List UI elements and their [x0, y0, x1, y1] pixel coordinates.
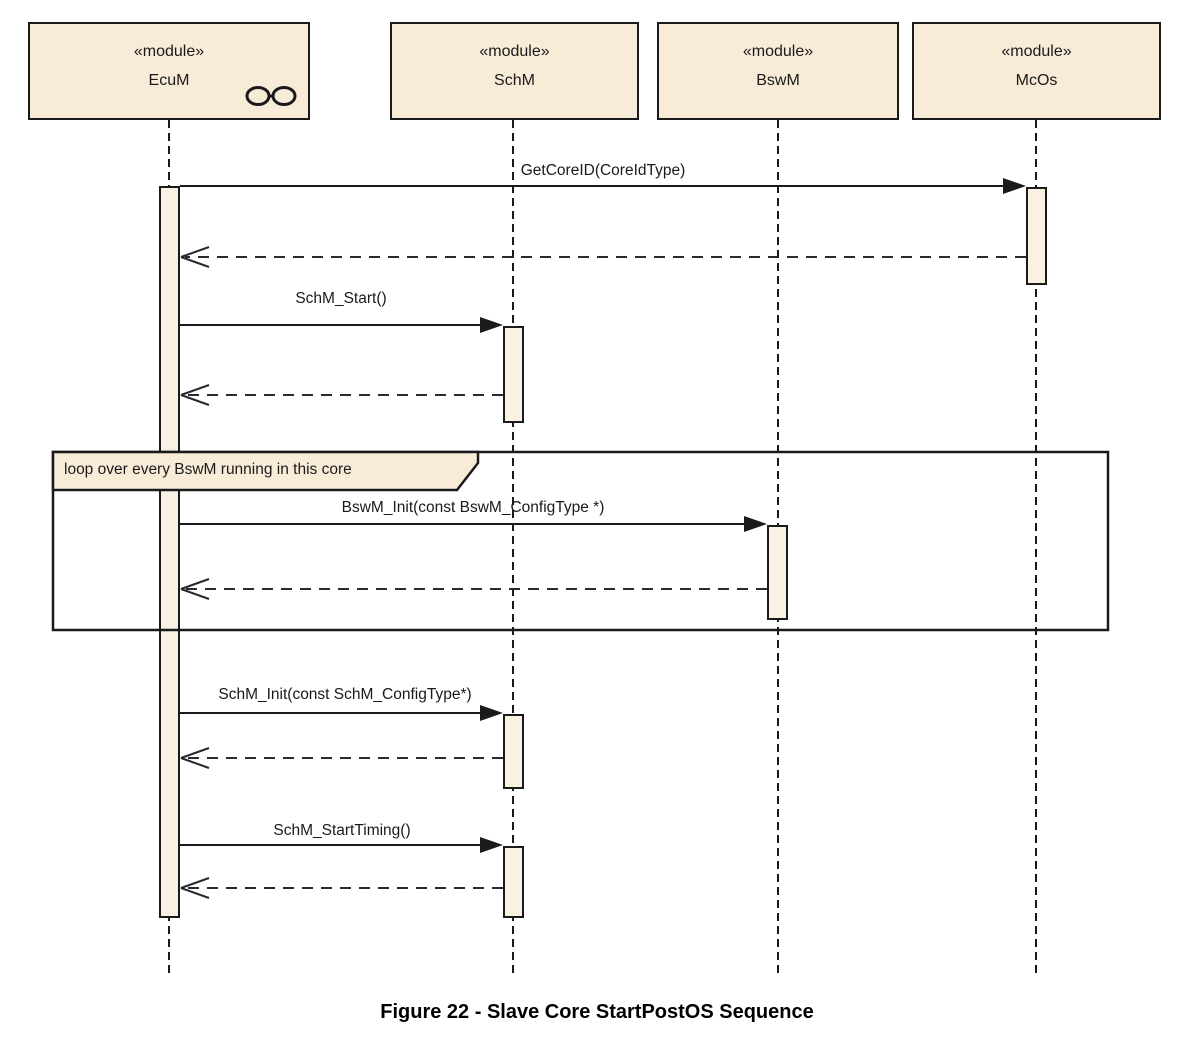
message-arrow-getcoreid [180, 178, 1026, 194]
return-arrow-bswm-init [180, 578, 767, 600]
message-label-bswm-init: BswM_Init(const BswM_ConfigType *) [341, 499, 605, 516]
participant-box-mcos: «module» McOs [912, 22, 1161, 120]
return-arrow-getcoreid [180, 246, 1026, 268]
activation-bar-bswm [767, 525, 788, 620]
return-arrow-schm-starttiming [180, 877, 503, 899]
figure-caption: Figure 22 - Slave Core StartPostOS Seque… [380, 1001, 814, 1023]
participant-name: SchM [494, 72, 535, 89]
activation-bar-schm-starttiming [503, 846, 524, 918]
participant-box-schm: «module» SchM [390, 22, 639, 120]
message-arrow-schm-start [180, 317, 503, 333]
participant-box-ecum: «module» EcuM [28, 22, 310, 120]
loop-label: loop over every BswM running in this cor… [64, 461, 352, 478]
activation-bar-ecum [159, 186, 180, 918]
message-label-schm-init: SchM_Init(const SchM_ConfigType*) [218, 686, 472, 703]
stereotype-label: «module» [479, 43, 550, 60]
return-arrow-schm-start [180, 384, 503, 406]
participant-box-bswm: «module» BswM [657, 22, 899, 120]
message-arrow-schm-init [180, 705, 503, 721]
return-arrow-schm-init [180, 747, 503, 769]
message-label-schm-start: SchM_Start() [295, 290, 387, 307]
activation-bar-mcos [1026, 187, 1047, 285]
stereotype-label: «module» [1001, 43, 1072, 60]
participant-name: EcuM [148, 72, 190, 89]
activation-bar-schm-init [503, 714, 524, 789]
stereotype-label: «module» [742, 43, 814, 60]
stereotype-label: «module» [133, 43, 205, 60]
message-arrow-bswm-init [180, 516, 767, 532]
message-label-schm-starttiming: SchM_StartTiming() [273, 822, 411, 839]
message-arrow-schm-starttiming [180, 837, 503, 853]
participant-name: BswM [756, 72, 800, 89]
activation-bar-schm-start [503, 326, 524, 423]
glasses-icon [245, 86, 297, 106]
participant-name: McOs [1015, 72, 1058, 89]
message-label-getcoreid: GetCoreID(CoreIdType) [520, 162, 686, 179]
